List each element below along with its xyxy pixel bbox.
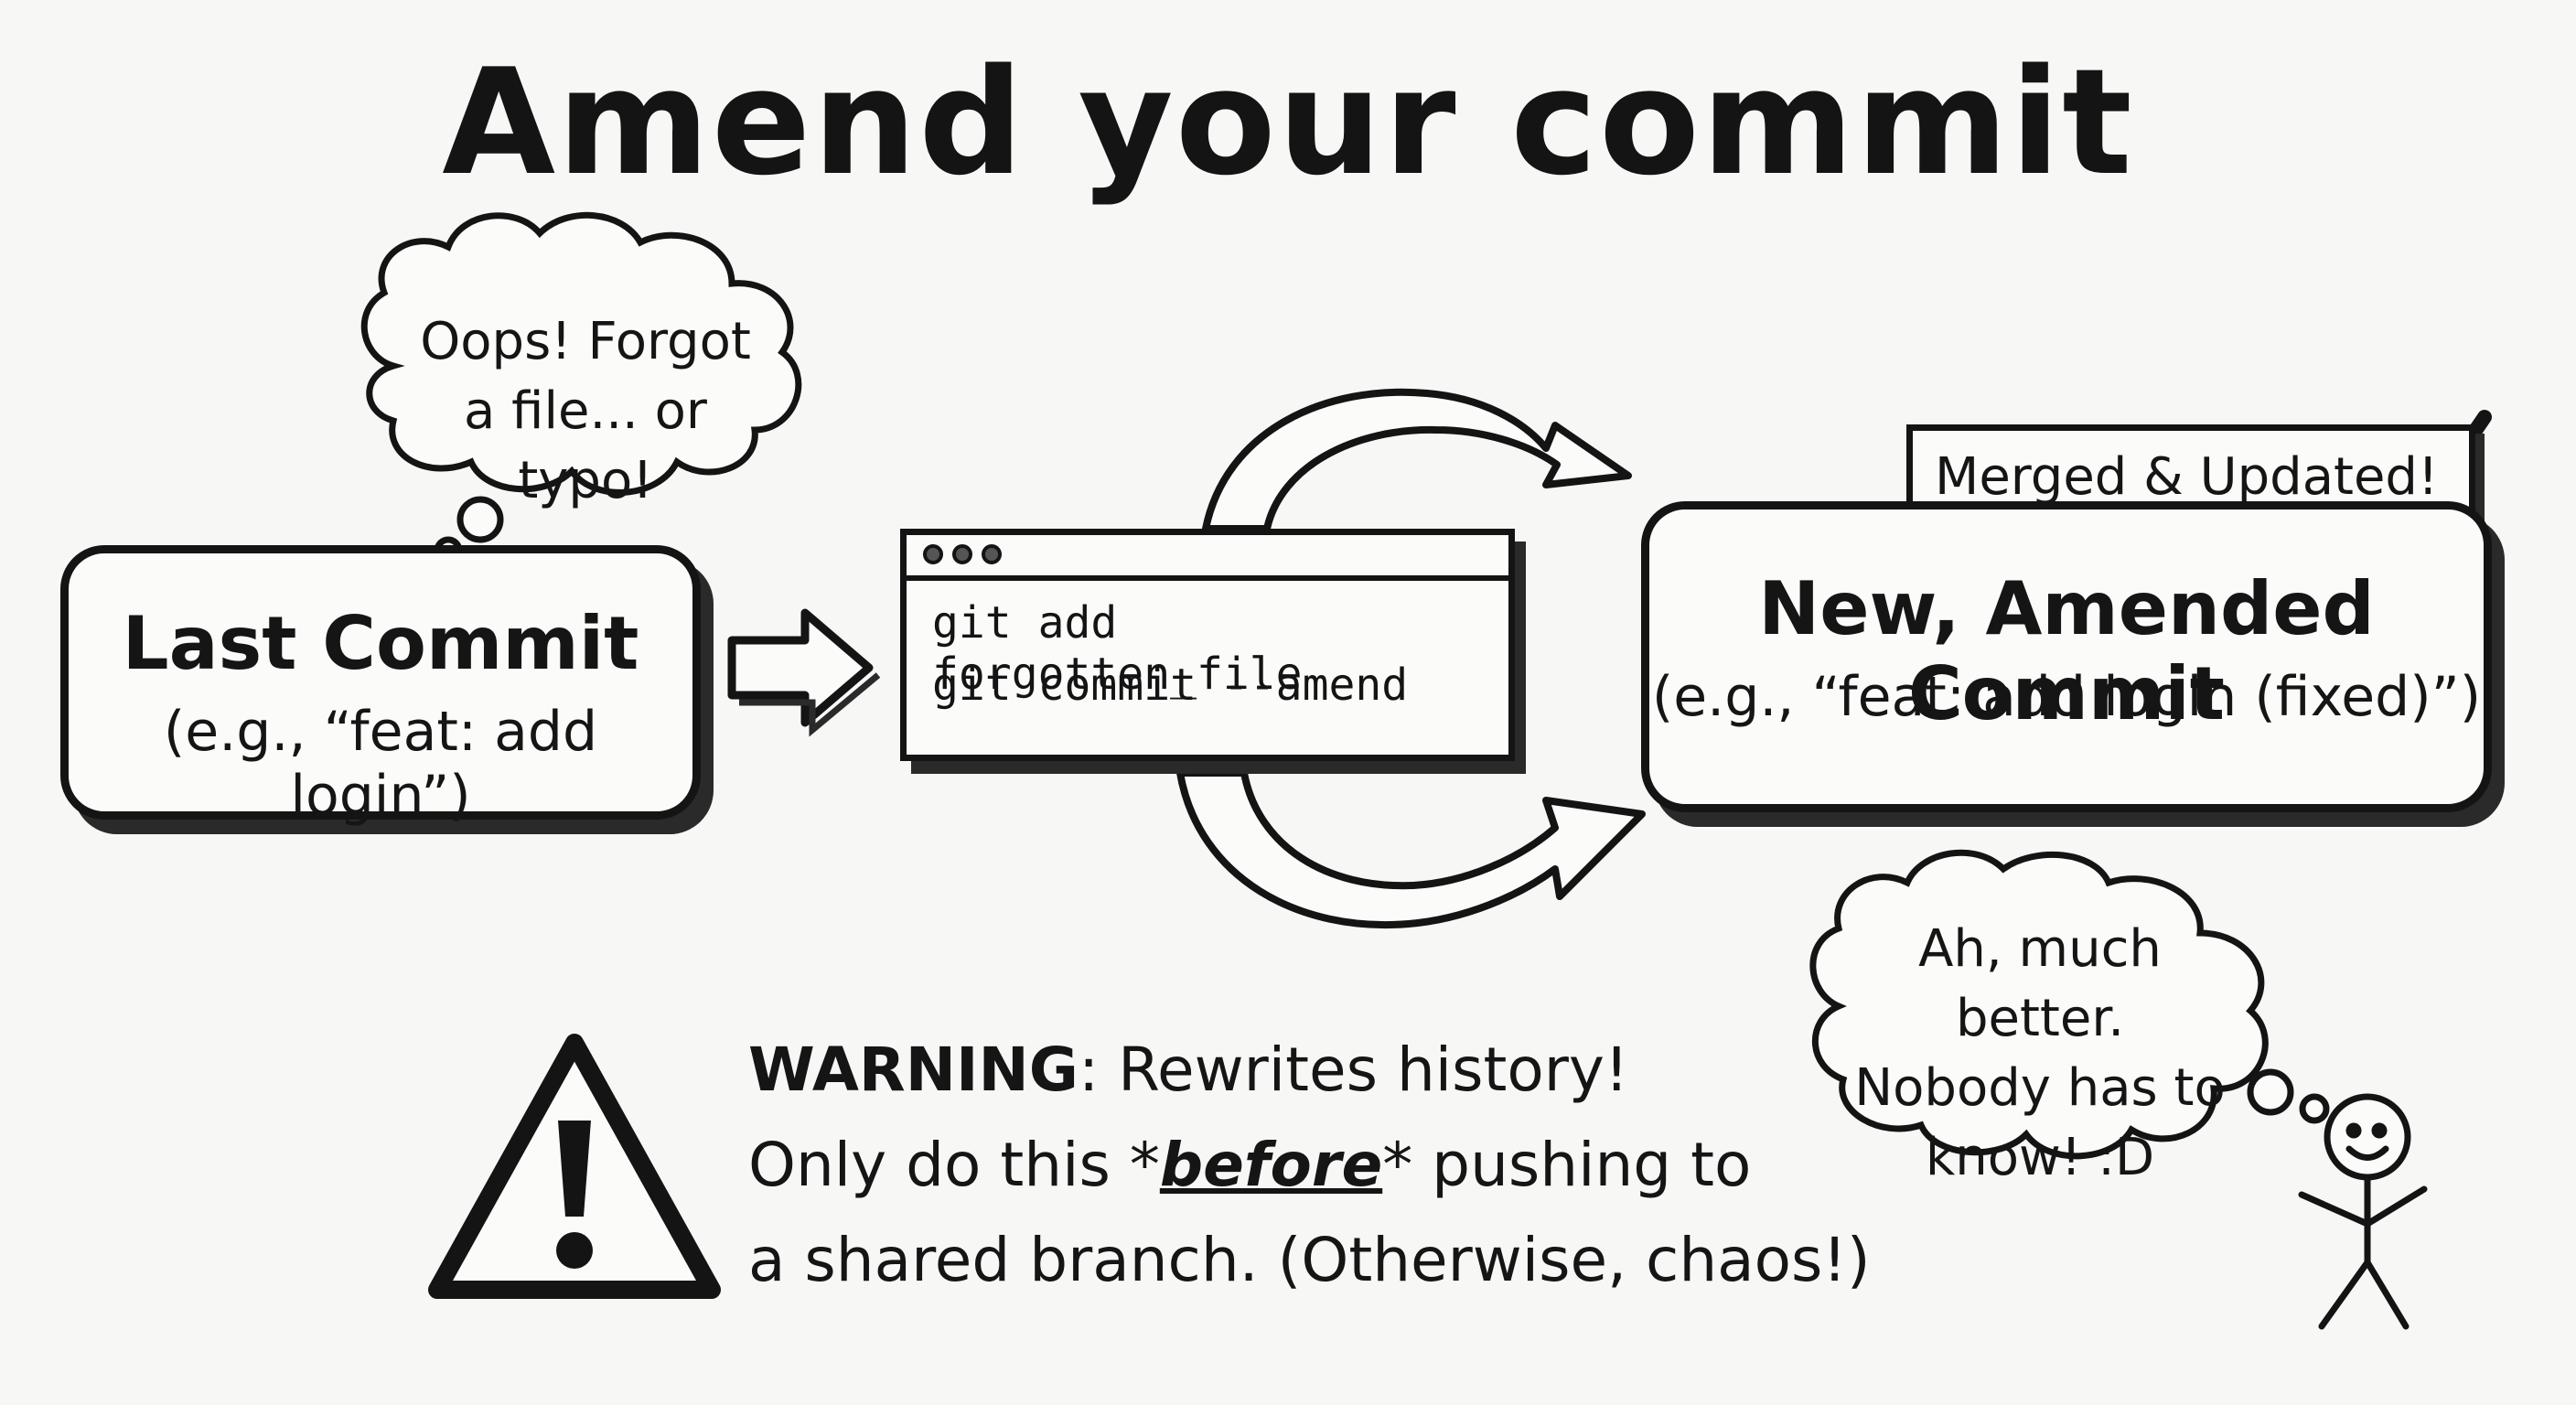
warning-label: WARNING bbox=[748, 1035, 1079, 1105]
circular-arrows-icon bbox=[1176, 388, 1646, 928]
stick-figure-icon bbox=[2298, 1093, 2428, 1330]
warning-triangle-icon bbox=[428, 1034, 721, 1299]
new-commit-example: (e.g., “feat: add login (fixed)”) bbox=[1651, 665, 2482, 729]
thought-cloud-bottom bbox=[1809, 849, 2330, 1160]
warning-line-1: WARNING: Rewrites history! bbox=[748, 1023, 1871, 1118]
window-dot-icon bbox=[982, 544, 1002, 564]
warning-message: WARNING: Rewrites history! Only do this … bbox=[748, 1023, 1871, 1308]
thought-line-2: Nobody has to bbox=[1854, 1058, 2226, 1118]
terminal-command-2: git commit --amend bbox=[932, 660, 1409, 711]
new-commit-box: New, Amended Commit (e.g., “feat: add lo… bbox=[1641, 501, 2492, 812]
terminal-command-1: git add forgotten_file bbox=[932, 597, 1303, 700]
warning-line-2: Only do this *before* pushing to bbox=[748, 1118, 1871, 1213]
warning-line-3: a shared branch. (Otherwise, chaos!) bbox=[748, 1225, 1871, 1295]
last-commit-title: Last Commit bbox=[122, 601, 639, 686]
thought-line-1: Ah, much better. bbox=[1918, 919, 2162, 1048]
terminal-title-bar bbox=[907, 535, 1508, 581]
diagram-title: Amend your commit bbox=[442, 37, 2134, 208]
warning-emphasis: before bbox=[1159, 1130, 1383, 1200]
warning-line-2-post: * pushing to bbox=[1382, 1130, 1752, 1200]
last-commit-box: Last Commit (e.g., “feat: add login”) bbox=[60, 545, 701, 828]
thought-line-2: a file... or typo! bbox=[464, 381, 707, 510]
warning-line-2-pre: Only do this * bbox=[748, 1130, 1160, 1200]
merged-badge-label: Merged & Updated! bbox=[1935, 447, 2439, 507]
terminal-window: git add forgotten_file git commit --amen… bbox=[900, 529, 1515, 761]
thought-line-1: Oops! Forgot bbox=[420, 312, 751, 371]
last-commit-example: (e.g., “feat: add login”) bbox=[163, 700, 598, 828]
thought-bubble-top: Oops! Forgot a file... or typo! bbox=[393, 307, 778, 516]
thought-line-3: know! :D bbox=[1925, 1128, 2155, 1187]
thought-bubble-bottom: Ah, much better. Nobody has to know! :D bbox=[1839, 915, 2241, 1193]
window-dot-icon bbox=[923, 544, 943, 564]
arrow-right-icon bbox=[727, 608, 881, 737]
new-commit-title: New, Amended Commit bbox=[1758, 566, 2375, 736]
window-dot-icon bbox=[952, 544, 972, 564]
warning-line-1-rest: : Rewrites history! bbox=[1078, 1035, 1629, 1105]
